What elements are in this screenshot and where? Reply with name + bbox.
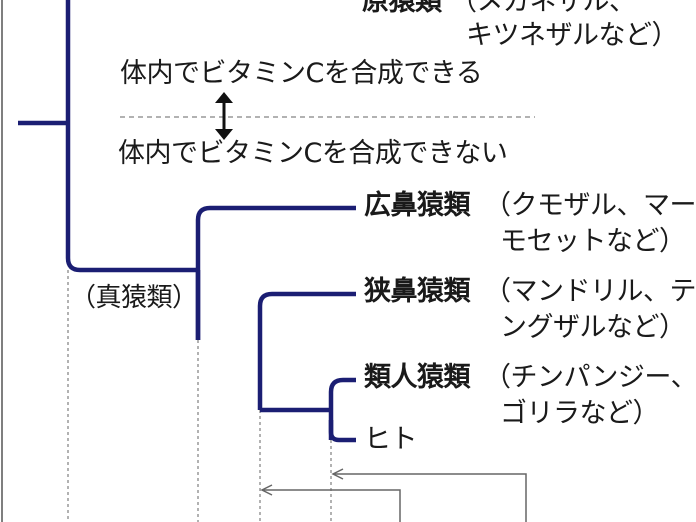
apes-detail-1: （チンパンジー、 — [484, 362, 696, 393]
phylogeny-tree — [18, 0, 356, 443]
arrow-line-outer — [333, 473, 527, 522]
true-primates-label: （真猿類） — [70, 283, 198, 313]
platyrrhini-name: 広鼻猿類 — [364, 190, 471, 221]
catarrhini-detail-1: （マンドリル、テ — [484, 276, 696, 307]
apes-name: 類人猿類 — [364, 362, 471, 393]
bottom-arrows — [260, 468, 527, 522]
platyrrhini-detail-1: （クモザル、マー — [484, 190, 696, 221]
catarrhini-detail-2: ングザルなど） — [500, 312, 686, 343]
platyrrhini-detail-2: モセットなど） — [500, 226, 686, 257]
can-synthesize-label: 体内でビタミンCを合成できる — [120, 58, 483, 89]
catarrhini-branch — [257, 291, 356, 410]
dashed-guides — [67, 270, 332, 522]
arrow-head-outer — [331, 468, 344, 480]
top-group-detail-1: （メガネザル、 — [450, 0, 636, 17]
apes-detail-2: ゴリラなど） — [500, 398, 660, 429]
arrow-line-inner — [262, 489, 401, 522]
double-vertical-arrow-icon — [215, 92, 233, 140]
top-group-detail-2: キツネザルなど） — [466, 20, 679, 51]
catarrhini-name: 狭鼻猿類 — [364, 276, 471, 307]
cannot-synthesize-label: 体内でビタミンCを合成できない — [118, 138, 508, 169]
top-group-name: 原猿類 — [362, 0, 442, 17]
human-branch — [328, 420, 356, 443]
apes-branch — [328, 377, 356, 440]
human-label: ヒト — [364, 424, 418, 455]
main-trunk — [65, 0, 198, 273]
arrow-head-inner — [260, 484, 273, 496]
true-primates-branch — [195, 205, 356, 340]
